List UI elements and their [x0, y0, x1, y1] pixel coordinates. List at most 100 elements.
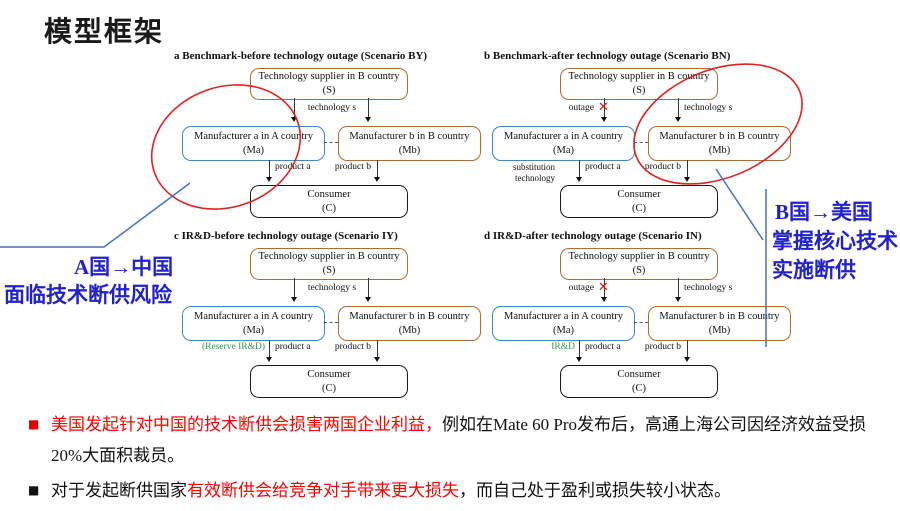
supplier-label: Technology supplier in B country — [258, 251, 400, 263]
page-title: 模型框架 — [44, 16, 165, 47]
manufacturer-b-box: Manufacturer b in B country (Mb) — [338, 126, 481, 161]
ma-mb-dashed-link — [634, 142, 648, 143]
manufacturer-b-code: (Mb) — [708, 324, 731, 336]
manufacturer-a-label: Manufacturer a in A country — [504, 130, 623, 142]
supplier-code: (S) — [632, 265, 646, 276]
supplier-label: Technology supplier in B country — [568, 71, 710, 83]
supplier-code: (S) — [322, 85, 336, 96]
product-b-label: product b — [644, 342, 681, 352]
diagram-a-title: a Benchmark-before technology outage (Sc… — [174, 50, 428, 62]
manufacturer-b-label: Manufacturer b in B country — [349, 130, 470, 142]
manufacturer-a-label: Manufacturer a in A country — [194, 130, 313, 142]
product-a-label: product a — [275, 162, 311, 172]
arrow-tech-to-ma — [291, 98, 297, 122]
manufacturer-a-code: (Ma) — [553, 144, 574, 156]
bullet-list: ■ 美国发起针对中国的技术断供会损害两国企业利益，例如在Mate 60 Pro发布… — [28, 409, 890, 510]
manufacturer-b-box: Manufacturer b in B country (Mb) — [338, 306, 481, 341]
technology-label: technology s — [307, 103, 357, 113]
manufacturer-a-box: Manufacturer a in A country (Ma) — [182, 306, 325, 341]
outage-label: outage — [568, 103, 594, 113]
red-x-icon: ✕ — [598, 280, 609, 295]
bullet-2-black-text-1: 对于发起断供国家 — [51, 481, 187, 500]
ird-label: IR&D — [551, 342, 575, 352]
arrow-product-a — [266, 160, 272, 182]
consumer-label: Consumer — [617, 188, 661, 200]
red-x-icon: ✕ — [598, 100, 609, 115]
manufacturer-b-label: Manufacturer b in B country — [349, 310, 470, 322]
diagram-scenario-iy: c IR&D-before technology outage (Scenari… — [172, 230, 482, 400]
manufacturer-a-box: Manufacturer a in A country (Ma) — [492, 306, 635, 341]
supplier-label: Technology supplier in B country — [568, 251, 710, 263]
technology-label: technology s — [684, 283, 733, 293]
supplier-box: Technology supplier in B country (S) — [250, 68, 408, 100]
diagram-scenario-bn: b Benchmark-after technology outage (Sce… — [482, 50, 792, 220]
bullet-1-black-text: 例如在Mate 60 Pro发布后，高通上海公司因经济效益受损20%大面积裁员。 — [51, 415, 867, 465]
arrow-tech-to-mb — [675, 98, 681, 122]
manufacturer-b-code: (Mb) — [708, 144, 731, 156]
left-note-line2: 面临技术断供风险 — [4, 283, 172, 307]
product-b-label: product b — [334, 342, 371, 352]
bullet-item-1: ■ 美国发起针对中国的技术断供会损害两国企业利益，例如在Mate 60 Pro发布… — [28, 409, 890, 471]
technology-label: technology s — [684, 103, 733, 113]
consumer-box: Consumer (C) — [560, 365, 718, 398]
ma-mb-dashed-link — [324, 142, 338, 143]
consumer-code: (C) — [322, 382, 336, 394]
arrow-outage-to-ma — [601, 98, 607, 122]
manufacturer-b-code: (Mb) — [398, 144, 421, 156]
consumer-code: (C) — [632, 202, 646, 214]
product-b-label: product b — [334, 162, 371, 172]
red-square-bullet-icon: ■ — [28, 417, 40, 431]
ma-mb-dashed-link — [634, 322, 648, 323]
supplier-label: Technology supplier in B country — [258, 71, 400, 83]
bullet-1-red-text: 美国发起针对中国的技术断供会损害两国企业利益， — [51, 415, 442, 434]
substitution-label-line2: technology — [515, 173, 555, 183]
arrow-tech-to-ma — [291, 278, 297, 302]
bullet-item-2: ■对于发起断供国家有效断供会给竞争对手带来更大损失，而自己处于盈利或损失较小状态… — [28, 475, 890, 506]
outage-label: outage — [568, 283, 594, 293]
manufacturer-a-label: Manufacturer a in A country — [504, 310, 623, 322]
right-note-line2: 掌握核心技术 — [772, 229, 898, 253]
technology-label: technology s — [307, 283, 357, 293]
left-callout-line — [0, 182, 191, 248]
bullet-2-black-text-2: ，而自己处于盈利或损失较小状态。 — [459, 481, 731, 500]
manufacturer-b-code: (Mb) — [398, 324, 421, 336]
arrow-product-b — [684, 160, 690, 182]
manufacturer-a-label: Manufacturer a in A country — [194, 310, 313, 322]
manufacturer-a-code: (Ma) — [243, 324, 264, 336]
manufacturer-a-box: Manufacturer a in A country (Ma) — [492, 126, 635, 161]
product-b-label: product b — [644, 162, 681, 172]
left-note-line1: A国→中国 — [74, 255, 174, 279]
diagram-b-title: b Benchmark-after technology outage (Sce… — [484, 50, 731, 62]
supplier-box: Technology supplier in B country (S) — [250, 248, 408, 280]
right-note-line3: 实施断供 — [772, 258, 856, 282]
ma-mb-dashed-link — [324, 322, 338, 323]
diagram-c-title: c IR&D-before technology outage (Scenari… — [174, 230, 398, 242]
arrow-outage-to-ma — [601, 278, 607, 302]
manufacturer-a-box: Manufacturer a in A country (Ma) — [182, 126, 325, 161]
manufacturer-b-label: Manufacturer b in B country — [659, 130, 780, 142]
arrow-product-b — [374, 160, 380, 182]
substitution-label-line1: substitution — [513, 162, 556, 172]
arrow-product-b — [374, 340, 380, 362]
manufacturer-b-box: Manufacturer b in B country (Mb) — [648, 306, 791, 341]
consumer-box: Consumer (C) — [560, 185, 718, 218]
arrow-tech-to-mb — [675, 278, 681, 302]
diagram-scenario-by: a Benchmark-before technology outage (Sc… — [172, 50, 482, 220]
arrow-product-b — [684, 340, 690, 362]
consumer-code: (C) — [322, 202, 336, 214]
consumer-box: Consumer (C) — [250, 365, 408, 398]
product-a-label: product a — [585, 162, 621, 172]
bullet-2-red-text: 有效断供会给竞争对手带来更大损失 — [187, 481, 459, 500]
supplier-code: (S) — [322, 265, 336, 276]
manufacturer-a-code: (Ma) — [243, 144, 264, 156]
arrow-product-a — [576, 340, 582, 362]
manufacturer-a-code: (Ma) — [553, 324, 574, 336]
arrow-tech-to-mb — [365, 98, 371, 122]
consumer-box: Consumer (C) — [250, 185, 408, 218]
diagram-d-title: d IR&D-after technology outage (Scenario… — [484, 230, 702, 242]
supplier-code: (S) — [632, 85, 646, 96]
diagram-scenario-in: d IR&D-after technology outage (Scenario… — [482, 230, 792, 400]
supplier-box: Technology supplier in B country (S) — [560, 68, 718, 100]
arrow-product-a — [266, 340, 272, 362]
arrow-product-a — [576, 160, 582, 182]
